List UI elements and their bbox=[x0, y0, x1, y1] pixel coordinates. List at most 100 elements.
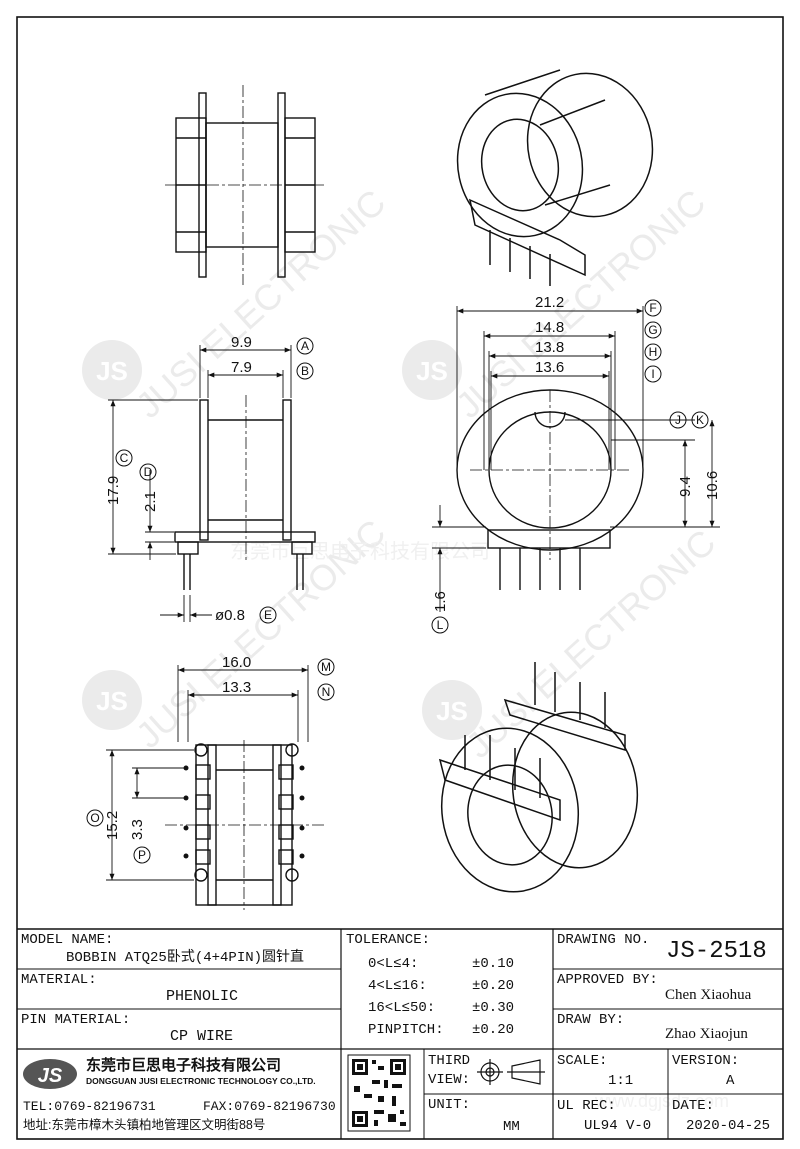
svg-text:D: D bbox=[144, 465, 153, 479]
material-value: PHENOLIC bbox=[166, 988, 239, 1005]
version-label: VERSION: bbox=[672, 1053, 740, 1069]
svg-text:K: K bbox=[696, 413, 704, 427]
svg-text:O: O bbox=[90, 811, 99, 825]
watermark-logo-text: JS bbox=[96, 686, 128, 716]
company-fax: FAX:0769-82196730 bbox=[203, 1099, 336, 1114]
side-view-top bbox=[165, 85, 325, 285]
version-value: A bbox=[726, 1073, 735, 1089]
svg-text:N: N bbox=[322, 685, 331, 699]
dim-pin-diameter: ø0.8 bbox=[215, 607, 245, 624]
marker-A: A bbox=[296, 337, 314, 355]
company-name-en: DONGGUAN JUSI ELECTRONIC TECHNOLOGY CO.,… bbox=[86, 1076, 316, 1086]
tolerance-label: TOLERANCE: bbox=[346, 932, 431, 948]
svg-text:A: A bbox=[301, 339, 309, 353]
bottom-plan-labels: 16.0 13.3 15.2 3.3 bbox=[104, 654, 251, 840]
company-logo: JS bbox=[23, 1059, 77, 1089]
front-elevation-labels: 9.9 7.9 17.9 2.1 ø0.8 bbox=[105, 334, 252, 624]
svg-text:H: H bbox=[649, 345, 658, 359]
company-name-cn: 东莞市巨思电子科技有限公司 bbox=[86, 1057, 282, 1074]
model-name-value: BOBBIN ATQ25卧式(4+4PIN)圆针直 bbox=[66, 950, 305, 966]
dim-10-6: 10.6 bbox=[704, 471, 721, 500]
scale-value: 1:1 bbox=[608, 1073, 634, 1089]
tolerance-value-0: ±0.10 bbox=[472, 956, 515, 972]
marker-C: C bbox=[115, 449, 133, 467]
tolerance-range-2: 16<L≤50: bbox=[368, 1000, 436, 1016]
marker-N: N bbox=[317, 683, 335, 701]
marker-L: L bbox=[431, 616, 449, 634]
third-angle-projection-icon bbox=[477, 1059, 545, 1085]
tolerance-range-0: 0<L≤4: bbox=[368, 956, 419, 972]
right-elevation-labels: 21.2 14.8 13.8 13.6 9.4 10.6 1.6 bbox=[432, 294, 721, 612]
unit-value: MM bbox=[503, 1119, 520, 1135]
svg-text:C: C bbox=[120, 451, 129, 465]
drawing-no-value: JS-2518 bbox=[666, 938, 767, 965]
watermark-logo-text: JS bbox=[436, 696, 468, 726]
marker-F: F bbox=[644, 299, 662, 317]
drawing-no-label: DRAWING NO. bbox=[557, 932, 650, 948]
bottom-plan bbox=[165, 740, 325, 910]
watermark-logo-circle bbox=[422, 680, 482, 740]
iso-view-bottom bbox=[438, 662, 639, 893]
third-view-label-line2: VIEW: bbox=[428, 1072, 471, 1088]
marker-J: J bbox=[669, 411, 687, 429]
qr-code-icon bbox=[347, 1054, 411, 1132]
dim-13-8: 13.8 bbox=[535, 339, 564, 356]
dim-21-2: 21.2 bbox=[535, 294, 564, 311]
marker-I: I bbox=[644, 365, 662, 383]
svg-text:P: P bbox=[138, 848, 146, 862]
sheet-border bbox=[16, 16, 784, 1140]
approved-by-value: Chen Xiaohua bbox=[665, 987, 752, 1003]
draw-by-label: DRAW BY: bbox=[557, 1012, 625, 1028]
tolerance-value-1: ±0.20 bbox=[472, 978, 515, 994]
tolerance-value-3: ±0.20 bbox=[472, 1022, 515, 1038]
marker-G: G bbox=[644, 321, 662, 339]
dim-9-9: 9.9 bbox=[231, 334, 252, 351]
marker-M: M bbox=[317, 658, 335, 676]
company-address: 地址:东莞市樟木头镇柏地管理区文明街88号 bbox=[23, 1118, 266, 1132]
dim-3-3: 3.3 bbox=[129, 819, 146, 840]
right-elevation-dims bbox=[432, 306, 720, 612]
dim-15-2: 15.2 bbox=[104, 811, 121, 840]
marker-group: A B C D E F G H I J K L M N O P bbox=[86, 299, 709, 864]
third-view-label-line1: THIRD bbox=[428, 1053, 471, 1069]
watermark-logo-text: JS bbox=[416, 356, 448, 386]
material-label: MATERIAL: bbox=[21, 972, 97, 988]
svg-text:M: M bbox=[321, 660, 331, 674]
svg-text:I: I bbox=[651, 367, 654, 381]
tolerance-value-2: ±0.30 bbox=[472, 1000, 515, 1016]
svg-text:F: F bbox=[649, 301, 656, 315]
draw-by-value: Zhao Xiaojun bbox=[665, 1026, 748, 1042]
watermark-logo-circle bbox=[82, 340, 142, 400]
front-elevation-dims bbox=[108, 345, 292, 622]
date-value: 2020-04-25 bbox=[686, 1118, 771, 1134]
watermark-logo-circle bbox=[402, 340, 462, 400]
marker-K: K bbox=[691, 411, 709, 429]
marker-H: H bbox=[644, 343, 662, 361]
svg-text:J: J bbox=[675, 413, 681, 427]
marker-O: O bbox=[86, 809, 104, 827]
iso-view-top bbox=[456, 69, 654, 286]
marker-P: P bbox=[133, 846, 151, 864]
watermark-electronic: JUSI ELECTRONIC bbox=[448, 181, 713, 426]
dim-9-4: 9.4 bbox=[677, 476, 694, 497]
svg-text:L: L bbox=[437, 618, 444, 632]
date-label: DATE: bbox=[672, 1098, 715, 1114]
dim-14-8: 14.8 bbox=[535, 319, 564, 336]
bottom-plan-dims bbox=[106, 665, 309, 881]
dim-7-9: 7.9 bbox=[231, 359, 252, 376]
tolerance-range-1: 4<L≤16: bbox=[368, 978, 427, 994]
watermark-web: www.dgjsdz.com bbox=[594, 1091, 729, 1111]
pin-material-value: CP WIRE bbox=[170, 1028, 234, 1045]
scale-label: SCALE: bbox=[557, 1053, 608, 1069]
watermark-company: 东莞市巨思电子科技有限公司 bbox=[230, 540, 490, 563]
watermark-electronic: JUSI ELECTRONIC bbox=[128, 181, 393, 426]
bottom-plan-pins bbox=[183, 765, 305, 859]
svg-text:B: B bbox=[301, 364, 309, 378]
approved-by-label: APPROVED BY: bbox=[557, 972, 658, 988]
dim-2-1: 2.1 bbox=[142, 491, 159, 512]
unit-label: UNIT: bbox=[428, 1097, 471, 1113]
marker-E: E bbox=[259, 606, 277, 624]
dim-16-0: 16.0 bbox=[222, 654, 251, 671]
svg-text:G: G bbox=[648, 323, 657, 337]
